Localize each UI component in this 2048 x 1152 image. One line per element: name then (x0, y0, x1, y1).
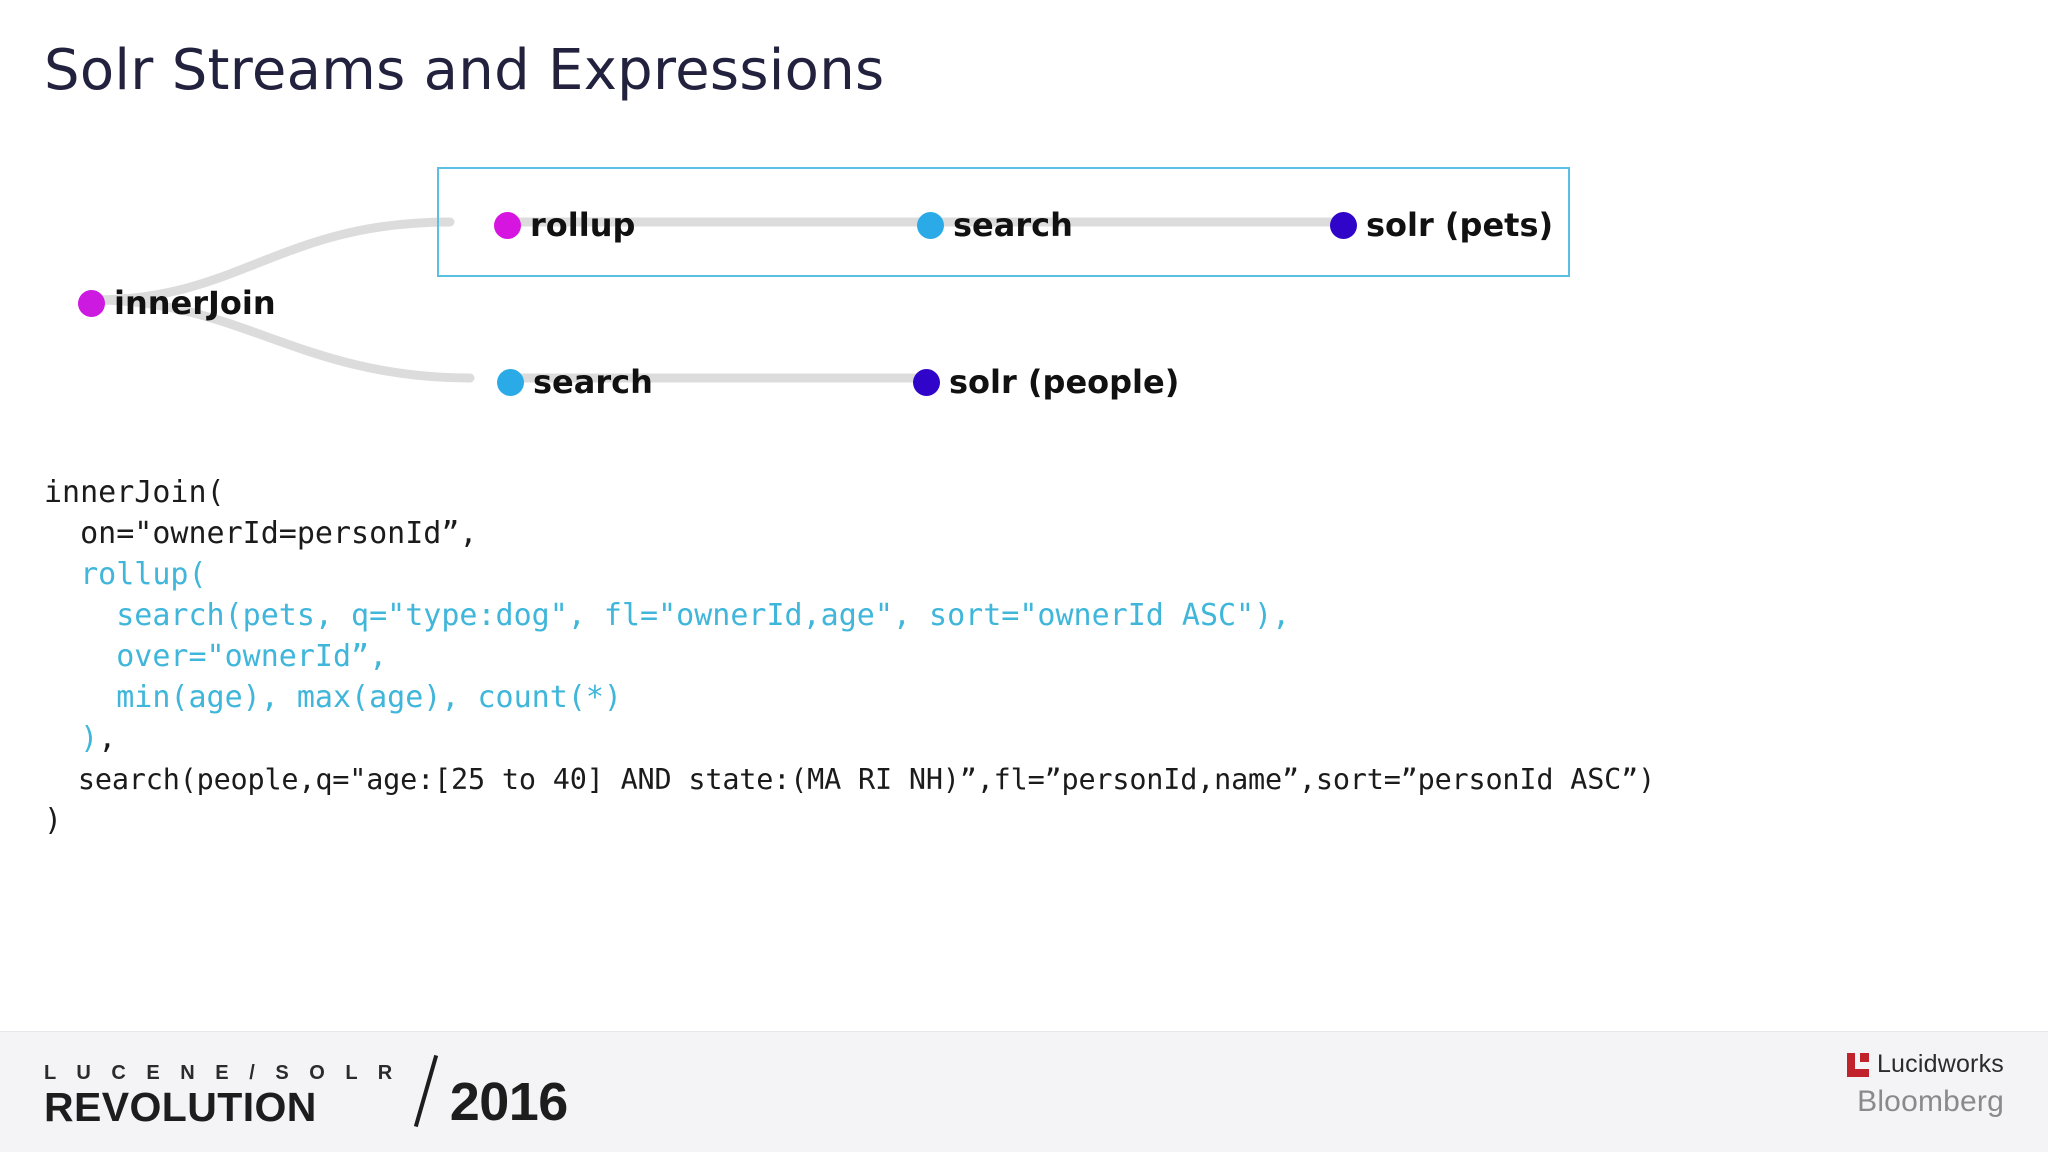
code-token: rollup( (44, 557, 207, 592)
diagram-node-search-people[interactable]: search (497, 366, 653, 398)
lucidworks-logo: Lucidworks (1846, 1050, 2004, 1079)
stream-expression-diagram: innerJoin rollup search solr (pets) sear… (0, 0, 1640, 398)
code-line: search(pets, q="type:dog", fl="ownerId,a… (44, 595, 1655, 636)
node-dot-solr-pets (1330, 211, 1357, 239)
lucidworks-label: Lucidworks (1876, 1050, 2004, 1078)
node-label-innerjoin: innerJoin (114, 284, 276, 322)
code-token: on="ownerId=personId”, (44, 516, 478, 551)
lucene-solr-revolution-logo: L U C E N E / S O L R REVOLUTION 2016 (44, 1054, 569, 1132)
sponsor-block: Lucidworks Bloomberg (1846, 1050, 2004, 1119)
diagram-node-search-pets[interactable]: search (917, 209, 1073, 241)
node-dot-search-pets (917, 211, 944, 239)
code-line: min(age), max(age), count(*) (44, 677, 1655, 718)
node-dot-solr-people (913, 368, 940, 396)
diagram-node-innerjoin[interactable]: innerJoin (78, 287, 276, 319)
code-token: search(people,q="age:[25 to 40] AND stat… (44, 763, 1656, 796)
code-line: search(people,q="age:[25 to 40] AND stat… (44, 759, 1655, 800)
code-line: over="ownerId”, (44, 636, 1655, 677)
code-token: , (98, 721, 117, 756)
footer-event-name: REVOLUTION (44, 1084, 317, 1130)
code-line: on="ownerId=personId”, (44, 513, 1655, 554)
diagram-node-solr-people[interactable]: solr (people) (913, 366, 1179, 398)
node-dot-rollup (494, 211, 521, 239)
code-token: innerJoin( (44, 475, 225, 510)
footer-event-year: 2016 (449, 1071, 569, 1132)
page-title: Solr Streams and Expressions (44, 38, 885, 103)
footer-event-conference: L U C E N E / S O L R (44, 1062, 400, 1084)
streaming-expression-code: innerJoin( on="ownerId=personId”, rollup… (44, 472, 1655, 841)
diagram-node-solr-pets[interactable]: solr (pets) (1330, 209, 1553, 241)
node-label-solr-people: solr (people) (949, 363, 1180, 401)
code-line: ) (44, 800, 1655, 841)
code-line: ), (44, 718, 1655, 759)
lucidworks-mark-icon (1846, 1052, 1869, 1077)
node-label-search-pets: search (953, 206, 1073, 244)
slide-footer: L U C E N E / S O L R REVOLUTION 2016 Lu… (0, 1031, 2048, 1152)
node-dot-search-people (497, 368, 524, 396)
node-label-search-people: search (533, 363, 653, 401)
bloomberg-label: Bloomberg (1857, 1085, 2004, 1118)
node-dot-innerjoin (78, 289, 105, 317)
code-token: over="ownerId”, (44, 639, 388, 674)
code-token: min(age), max(age), count(*) (44, 680, 622, 715)
rollup-branch-highlight-box (437, 167, 1570, 277)
code-token: ) (44, 803, 63, 838)
node-label-rollup: rollup (530, 206, 636, 244)
node-label-solr-pets: solr (pets) (1366, 206, 1554, 244)
diagram-node-rollup[interactable]: rollup (494, 209, 635, 241)
code-line: innerJoin( (44, 472, 1655, 513)
code-token: ) (44, 721, 99, 756)
code-line: rollup( (44, 554, 1655, 595)
code-token: search(pets, q="type:dog", fl="ownerId,a… (44, 598, 1291, 633)
logo-slash-divider (406, 1054, 448, 1128)
diagram-edges (90, 217, 1340, 383)
